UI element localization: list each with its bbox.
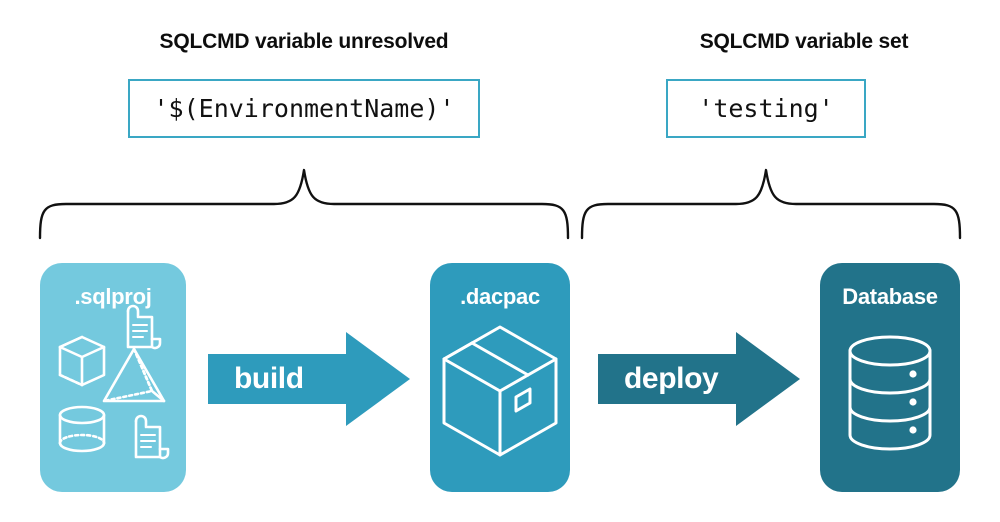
- code-value-box-unresolved: '$(EnvironmentName)': [128, 79, 480, 138]
- arrow-shape-build-icon: [208, 332, 410, 426]
- database-status-dots-icon: [909, 370, 917, 434]
- artifact-label-sqlproj: .sqlproj: [74, 284, 152, 309]
- dacpac-contents-art: [442, 325, 558, 457]
- section-heading-unresolved: SQLCMD variable unresolved: [159, 30, 449, 53]
- artifact-box-sqlproj: .sqlproj: [40, 263, 186, 492]
- database-contents-art: [848, 335, 932, 451]
- artifact-label-database: Database: [842, 284, 938, 309]
- process-arrow-label-deploy: deploy: [624, 362, 719, 395]
- artifact-label-dacpac: .dacpac: [460, 284, 540, 309]
- artifact-box-dacpac: .dacpac: [430, 263, 570, 492]
- process-arrow-build: build: [208, 330, 410, 428]
- brace-left-icon: [38, 168, 570, 240]
- process-arrow-label-build: build: [234, 362, 304, 395]
- artifact-box-database: Database: [820, 263, 960, 492]
- cylinder-icon: [58, 405, 106, 453]
- scroll-icon: [134, 414, 170, 460]
- scroll-icon: [126, 304, 162, 350]
- package-box-icon: [442, 325, 558, 457]
- brace-right-icon: [580, 168, 962, 240]
- section-heading-set: SQLCMD variable set: [699, 30, 909, 53]
- code-value-box-set: 'testing': [666, 79, 866, 138]
- arrow-shape-deploy-icon: [598, 332, 800, 426]
- pyramid-icon: [102, 347, 166, 403]
- sqlproj-contents-art: [58, 304, 170, 460]
- cube-icon: [58, 335, 106, 387]
- process-arrow-deploy: deploy: [598, 330, 800, 428]
- database-cylinder-icon: [848, 335, 932, 451]
